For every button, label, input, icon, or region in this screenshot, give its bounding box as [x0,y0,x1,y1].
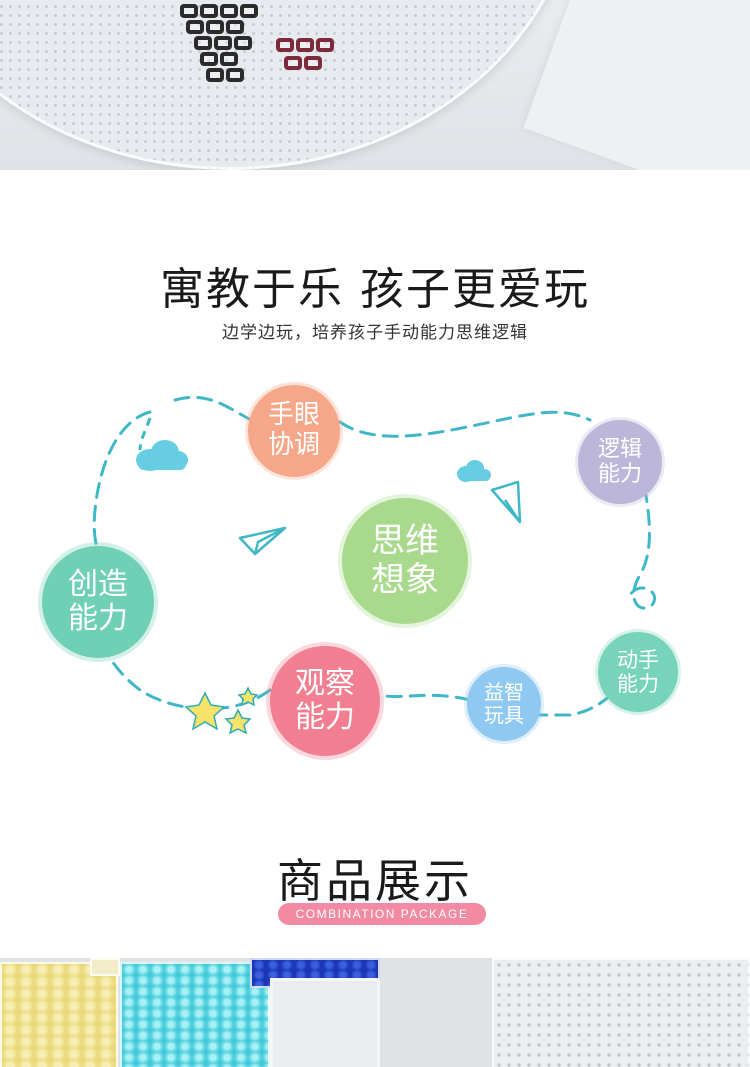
bubble-label: 动手 能力 [617,647,659,696]
creative-bubble: 创造 能力 [42,546,154,658]
thinking-bubble: 思维 想象 [342,498,468,624]
section-subtitle: 边学边玩，培养孩子手动能力思维逻辑 [222,323,528,343]
hands-on-bubble: 动手 能力 [598,632,678,712]
puzzle-toy-bubble: 益智 玩具 [467,667,541,741]
combination-package-badge: COMBINATION PACKAGE [278,903,486,925]
logic-bubble: 逻辑 能力 [578,420,662,504]
square-pegboard [492,958,750,1067]
red-beads [270,30,350,90]
section-title: 寓教于乐 孩子更爱玩 [160,264,590,315]
bead-pattern [170,0,290,95]
bubble-label: 观察 能力 [295,665,355,735]
observe-bubble: 观察 能力 [270,646,380,756]
cloud-icon [136,440,188,471]
skills-diagram: 手眼 协调 逻辑 能力 思维 想象 创造 能力 观察 能力 益智 玩具 动手 能… [0,360,750,780]
storage-case [270,978,380,1067]
cyan-beads [120,962,270,1067]
bubble-label: 手眼 协调 [267,400,320,460]
cream-beads [90,958,120,976]
bubble-label: 思维 想象 [371,520,439,600]
square-pegboard [523,0,750,170]
bubble-label: 逻辑 能力 [597,436,642,487]
dashed-path [92,395,656,735]
bubble-label: 创造 能力 [68,566,128,636]
bottom-product-photo [0,958,750,1067]
hand-eye-bubble: 手眼 协调 [248,385,340,477]
top-product-photo [0,0,750,170]
product-display-title: 商品展示 [277,854,473,908]
yellow-beads [0,962,118,1067]
bubble-label: 益智 玩具 [484,680,524,727]
